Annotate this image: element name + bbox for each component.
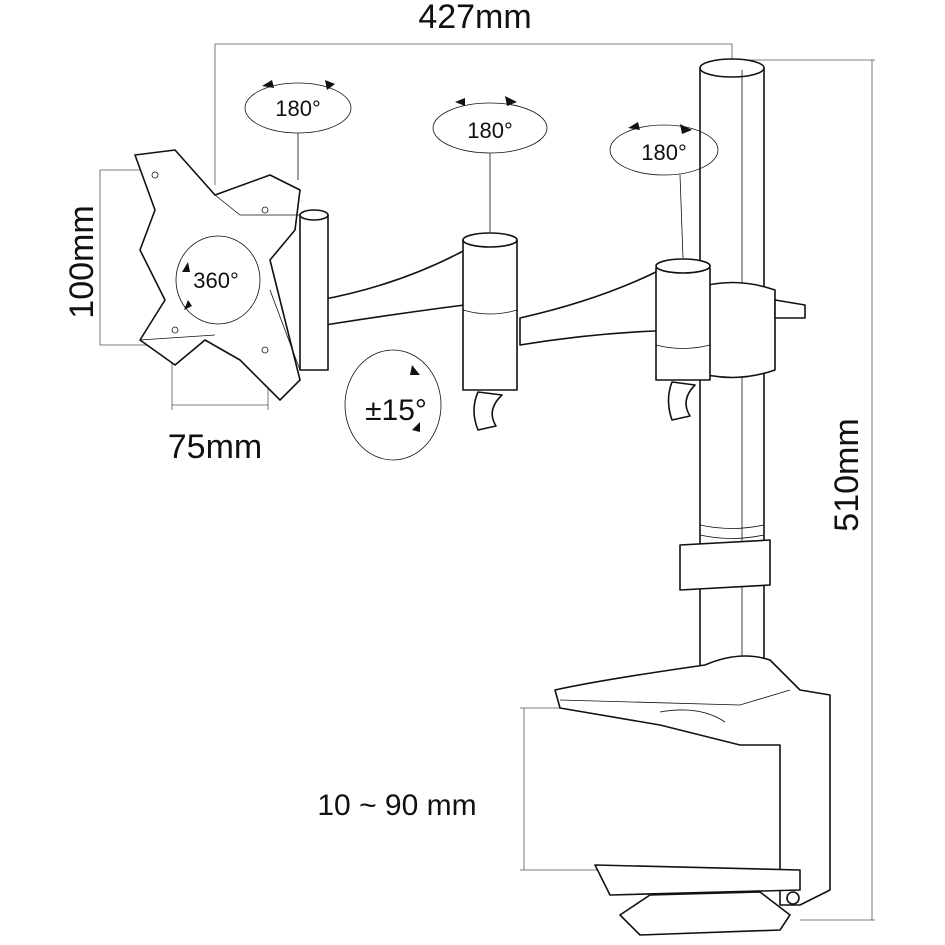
vesa-plate: [134, 149, 301, 401]
rotation-plate-label: 360°: [193, 268, 239, 293]
rotation-label-1: 180°: [275, 96, 321, 121]
vesa-width-label: 75mm: [168, 428, 262, 466]
rotation-label-3: 180°: [641, 140, 687, 165]
vesa-height-label: 100mm: [63, 205, 101, 318]
pole-height-label: 510mm: [828, 418, 866, 531]
dimension-lines: [99, 43, 875, 921]
arm-segments: [299, 209, 711, 431]
tilt-label: ±15°: [365, 394, 427, 427]
desk-clamp: [554, 655, 831, 936]
rotation-label-2: 180°: [467, 118, 513, 143]
arm-reach-label: 427mm: [418, 0, 531, 36]
rotation-indicators: [182, 80, 719, 461]
desk-thickness-label: 10 ~ 90 mm: [317, 789, 476, 822]
